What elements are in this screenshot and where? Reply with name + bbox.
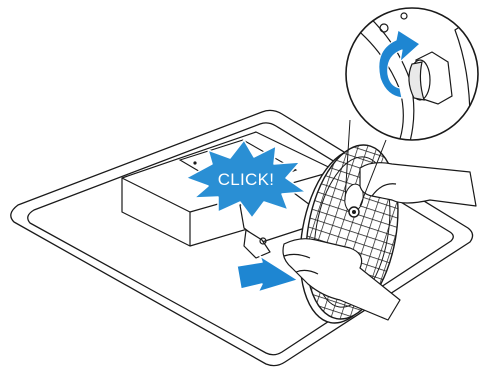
zoom-inset [330, 0, 488, 160]
click-label: CLICK! [218, 170, 275, 189]
